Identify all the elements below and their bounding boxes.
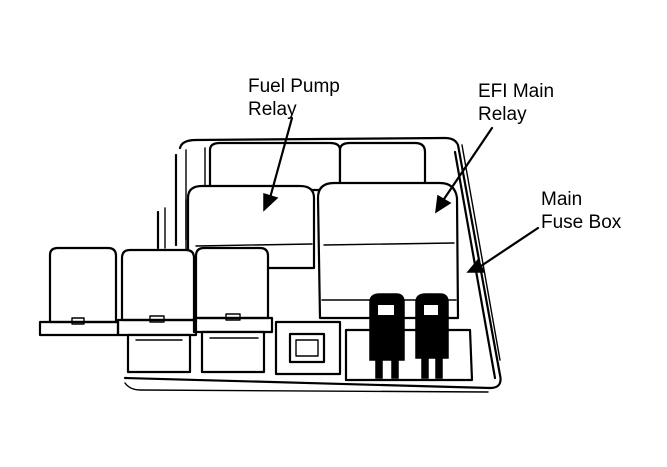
- main-fuse-box-label-line2: Fuse Box: [541, 212, 622, 233]
- main-fuse-box-housing: [123, 136, 502, 393]
- fuel-pump-relay-arrow: [263, 116, 294, 212]
- rear-relay-right: [338, 141, 427, 187]
- fuse-module-2: [192, 246, 274, 374]
- fuse-module-1: [116, 248, 198, 374]
- efi-main-relay-arrow: [435, 126, 494, 214]
- efi-main-relay-label-line2: Relay: [478, 104, 527, 125]
- fuel-pump-relay-label-line2: Relay: [248, 99, 297, 120]
- rear-relay-left: [204, 141, 342, 192]
- fuel-pump-relay-label-line1: Fuel Pump: [248, 76, 340, 97]
- efi-main-relay-label-line1: EFI Main: [478, 81, 554, 102]
- main-fuse-box-label-line1: Main: [541, 189, 582, 210]
- fuse-socket-3: [274, 320, 342, 376]
- fuse-black-2: [415, 293, 449, 379]
- main-fuse-box-arrow: [466, 226, 540, 273]
- left-cover-cap: [38, 246, 120, 337]
